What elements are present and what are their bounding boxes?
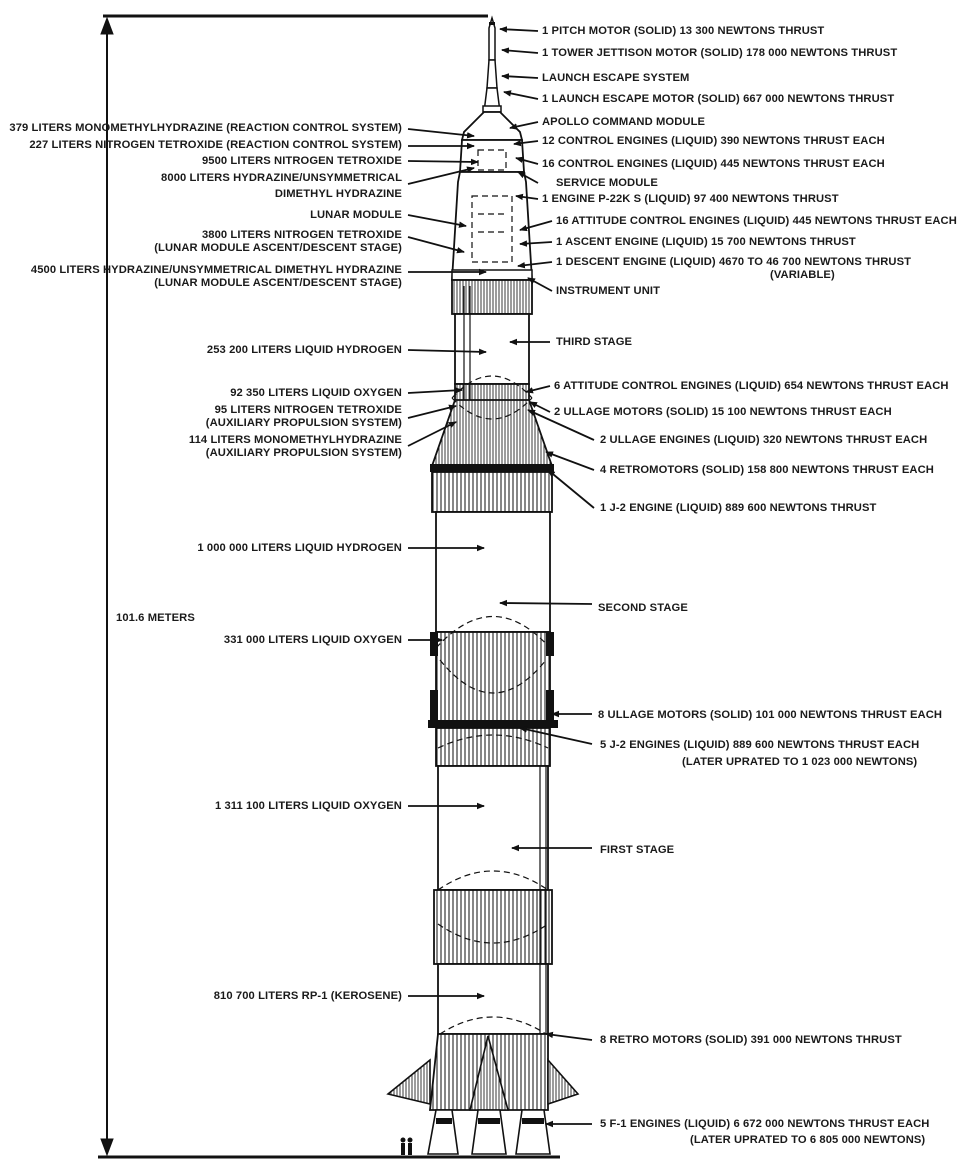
label-instrument-unit: INSTRUMENT UNIT <box>556 285 661 297</box>
label-descent-engine-variable: (VARIABLE) <box>770 269 835 281</box>
label-pitch-motor: 1 PITCH MOTOR (SOLID) 13 300 NEWTONS THR… <box>542 25 825 37</box>
label-hydrazine-8000-line2: DIMETHYL HYDRAZINE <box>274 188 402 200</box>
label-ullage-motors-8: 8 ULLAGE MOTORS (SOLID) 101 000 NEWTONS … <box>598 709 943 721</box>
label-mmh-114: 114 LITERS MONOMETHYLHYDRAZINE <box>188 434 402 446</box>
label-s4b-attitude-engines: 6 ATTITUDE CONTROL ENGINES (LIQUID) 654 … <box>554 380 949 392</box>
label-mmh-114-line2: (AUXILIARY PROPULSION SYSTEM) <box>205 447 402 459</box>
label-sm-control-engines: 16 CONTROL ENGINES (LIQUID) 445 NEWTONS … <box>542 158 885 170</box>
label-f1-engines-uprated: (LATER UPRATED TO 6 805 000 NEWTONS) <box>690 1134 926 1146</box>
label-n2o4-95-line2: (AUXILIARY PROPULSION SYSTEM) <box>205 417 402 429</box>
people-scale-figures <box>400 1137 413 1155</box>
label-lm-attitude-engines: 16 ATTITUDE CONTROL ENGINES (LIQUID) 445… <box>556 215 957 227</box>
label-launch-escape-motor: 1 LAUNCH ESCAPE MOTOR (SOLID) 667 000 NE… <box>542 93 895 105</box>
label-third-stage: THIRD STAGE <box>556 336 633 348</box>
label-apollo-command-module: APOLLO COMMAND MODULE <box>542 116 706 128</box>
label-lh2-1000000: 1 000 000 LITERS LIQUID HYDROGEN <box>197 542 402 554</box>
height-dimension <box>98 14 560 1159</box>
label-hydrazine-4500: 4500 LITERS HYDRAZINE/UNSYMMETRICAL DIME… <box>30 264 402 276</box>
label-hydrazine-8000: 8000 LITERS HYDRAZINE/UNSYMMETRICAL <box>161 172 402 184</box>
label-lunar-module: LUNAR MODULE <box>310 209 402 221</box>
label-ascent-engine: 1 ASCENT ENGINE (LIQUID) 15 700 NEWTONS … <box>556 236 856 248</box>
label-s4b-ullage-engines: 2 ULLAGE ENGINES (LIQUID) 320 NEWTONS TH… <box>600 434 928 446</box>
label-engine-p22ks: 1 ENGINE P-22K S (LIQUID) 97 400 NEWTONS… <box>542 193 839 205</box>
label-j2-single-engine: 1 J-2 ENGINE (LIQUID) 889 600 NEWTONS TH… <box>600 502 877 514</box>
label-n2o4-3800: 3800 LITERS NITROGEN TETROXIDE <box>201 229 402 241</box>
label-hydrazine-4500-line2: (LUNAR MODULE ASCENT/DESCENT STAGE) <box>154 277 402 289</box>
height-label: 101.6 METERS <box>116 612 195 624</box>
label-tower-jettison-motor: 1 TOWER JETTISON MOTOR (SOLID) 178 000 N… <box>542 47 898 59</box>
label-n2o4-9500: 9500 LITERS NITROGEN TETROXIDE <box>201 155 402 167</box>
label-n2o4-rcs: 227 LITERS NITROGEN TETROXIDE (REACTION … <box>29 139 402 151</box>
label-lox-331000: 331 000 LITERS LIQUID OXYGEN <box>223 634 402 646</box>
label-second-stage: SECOND STAGE <box>598 602 688 614</box>
label-n2o4-3800-line2: (LUNAR MODULE ASCENT/DESCENT STAGE) <box>154 242 402 254</box>
label-lox-92350: 92 350 LITERS LIQUID OXYGEN <box>230 387 402 399</box>
leader-arrows-right <box>499 26 595 1128</box>
label-lh2-253200: 253 200 LITERS LIQUID HYDROGEN <box>206 344 402 356</box>
label-s4b-ullage-motors: 2 ULLAGE MOTORS (SOLID) 15 100 NEWTONS T… <box>554 406 892 418</box>
rocket-body <box>386 15 580 1155</box>
label-service-module: SERVICE MODULE <box>556 177 658 189</box>
label-n2o4-95: 95 LITERS NITROGEN TETROXIDE <box>214 404 402 416</box>
label-j2-five-engines: 5 J-2 ENGINES (LIQUID) 889 600 NEWTONS T… <box>600 739 920 751</box>
leader-arrows-left <box>407 128 487 1000</box>
label-retro-motors-8: 8 RETRO MOTORS (SOLID) 391 000 NEWTONS T… <box>600 1034 902 1046</box>
label-f1-engines: 5 F-1 ENGINES (LIQUID) 6 672 000 NEWTONS… <box>600 1118 930 1130</box>
label-descent-engine: 1 DESCENT ENGINE (LIQUID) 4670 TO 46 700… <box>556 256 912 268</box>
label-rp1-810700: 810 700 LITERS RP-1 (KEROSENE) <box>213 990 402 1002</box>
label-first-stage: FIRST STAGE <box>600 844 675 856</box>
label-retromotors-4: 4 RETROMOTORS (SOLID) 158 800 NEWTONS TH… <box>600 464 934 476</box>
label-mmh-rcs: 379 LITERS MONOMETHYLHYDRAZINE (REACTION… <box>9 122 402 134</box>
label-launch-escape-system: LAUNCH ESCAPE SYSTEM <box>542 72 690 84</box>
label-cm-control-engines: 12 CONTROL ENGINES (LIQUID) 390 NEWTONS … <box>542 135 885 147</box>
label-lox-1311100: 1 311 100 LITERS LIQUID OXYGEN <box>214 800 402 812</box>
label-j2-five-uprated: (LATER UPRATED TO 1 023 000 NEWTONS) <box>682 756 918 768</box>
